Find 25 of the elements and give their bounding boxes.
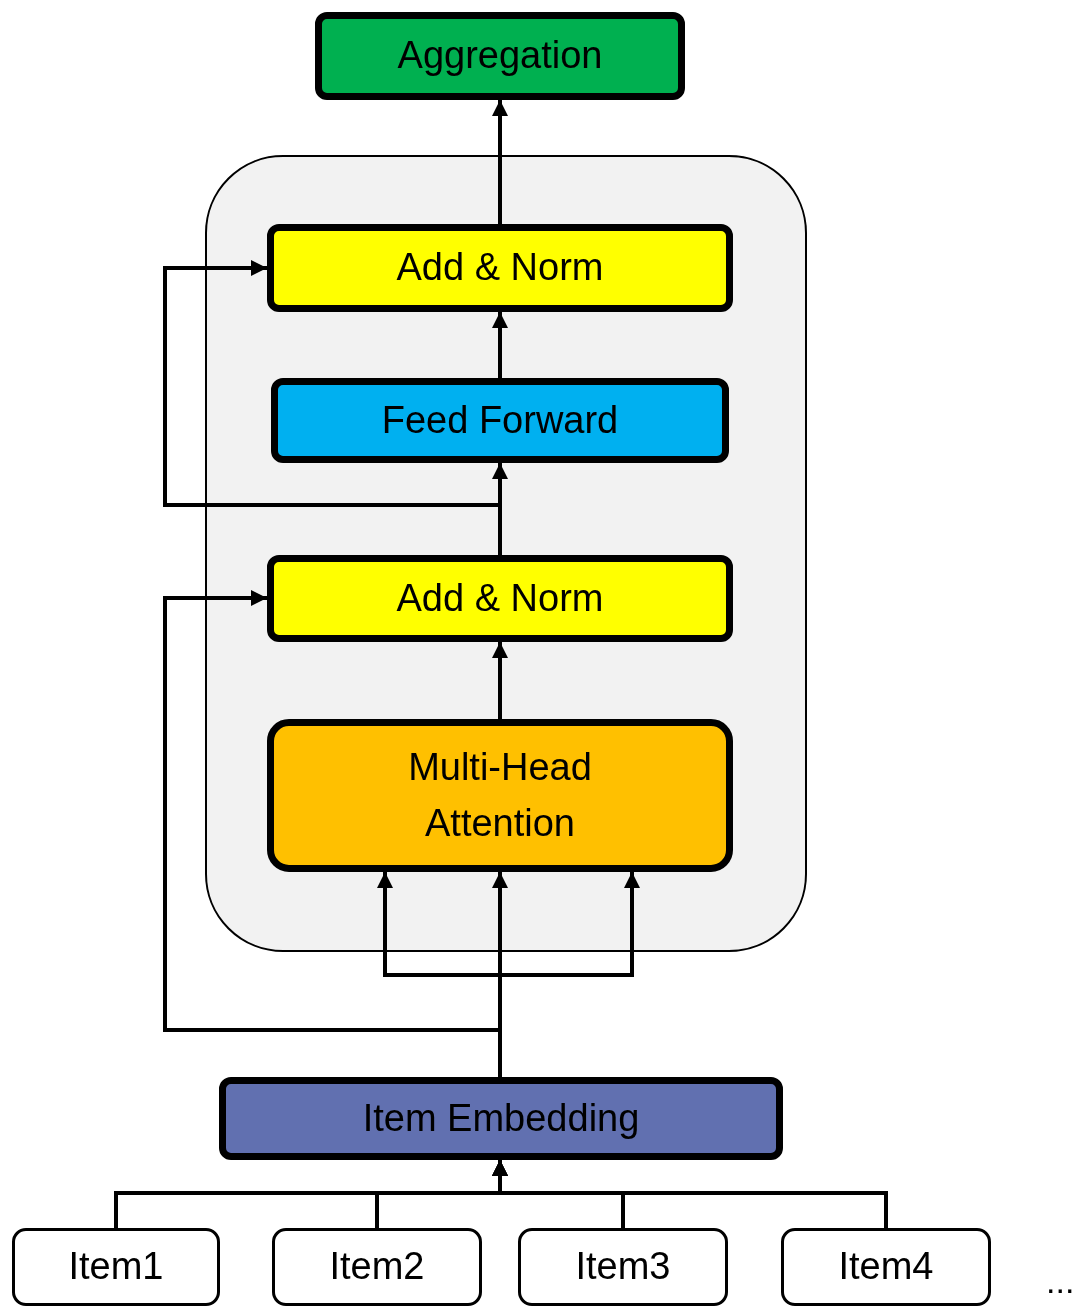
process-box bbox=[267, 224, 733, 312]
encoder-block-background bbox=[205, 155, 807, 952]
embedding-box bbox=[219, 1077, 783, 1160]
input-box bbox=[272, 1228, 482, 1306]
input-box bbox=[12, 1228, 220, 1306]
node-label: Item Embedding bbox=[362, 1095, 640, 1141]
node-label: Item4 bbox=[838, 1244, 934, 1290]
node-label: Item2 bbox=[329, 1244, 425, 1290]
node-label: Aggregation bbox=[397, 33, 603, 79]
node-label: Item3 bbox=[575, 1244, 671, 1290]
process-box bbox=[267, 719, 733, 872]
process-box bbox=[271, 378, 729, 463]
node-label: Add & Norm bbox=[396, 245, 604, 291]
arrow bbox=[492, 100, 508, 224]
arrow bbox=[492, 312, 508, 378]
node-label: Feed Forward bbox=[381, 397, 619, 443]
ellipsis-note: ... bbox=[1046, 1262, 1075, 1301]
node-label: Item1 bbox=[68, 1244, 164, 1290]
arrow bbox=[492, 642, 508, 719]
process-box bbox=[267, 555, 733, 642]
input-box bbox=[518, 1228, 728, 1306]
node-label: Multi-Head Attention bbox=[407, 745, 593, 846]
node-label: Add & Norm bbox=[396, 575, 604, 621]
input-box bbox=[781, 1228, 991, 1306]
output-box bbox=[315, 12, 685, 100]
